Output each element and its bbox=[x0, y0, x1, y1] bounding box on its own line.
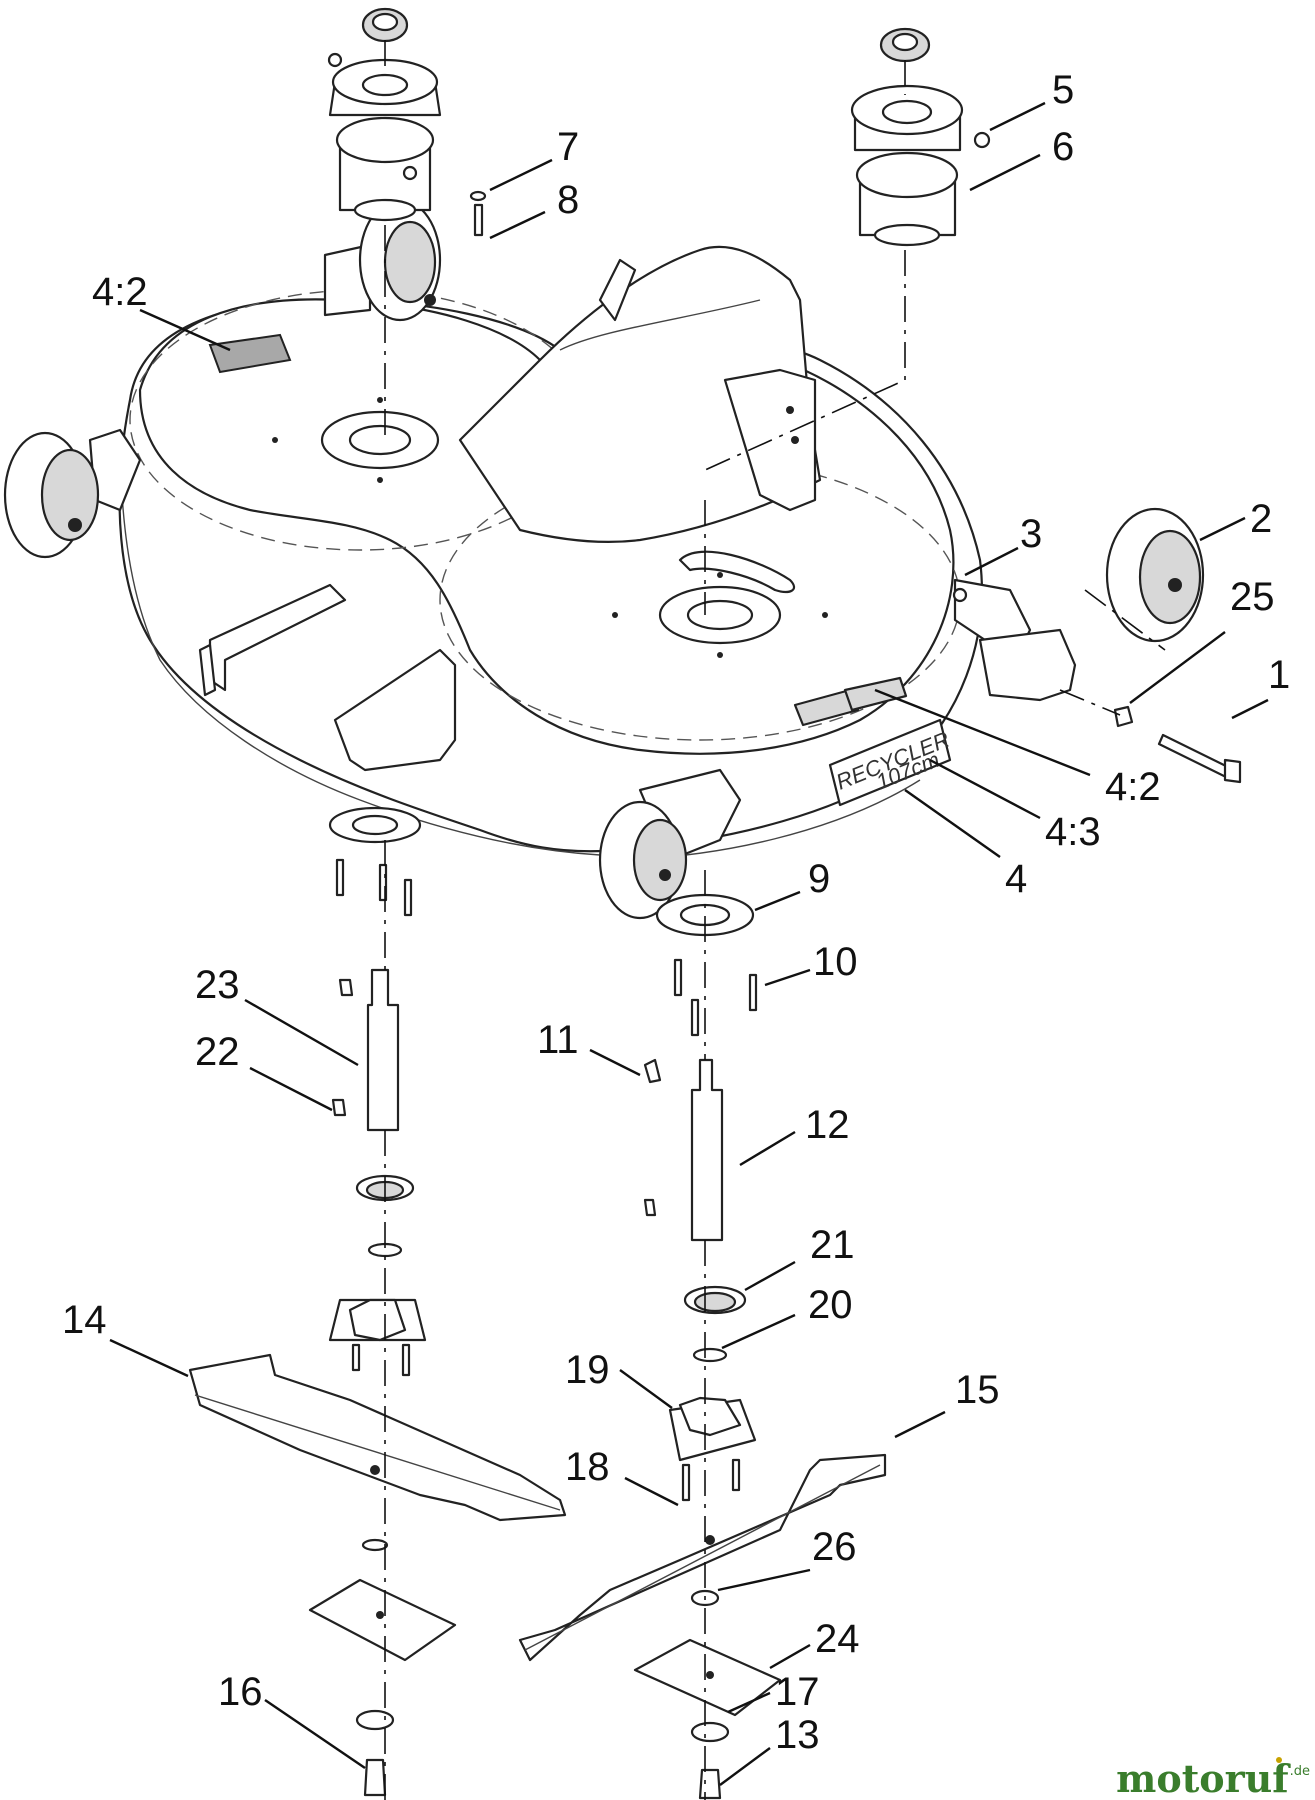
callout-21: 21 bbox=[810, 1223, 855, 1267]
wheel-bracket bbox=[952, 578, 1077, 702]
front-caster-wheel bbox=[598, 768, 742, 920]
callout-1: 1 bbox=[1268, 653, 1290, 697]
left-blade bbox=[188, 1353, 567, 1522]
right-blade bbox=[518, 1453, 887, 1662]
callout-16: 16 bbox=[218, 1670, 263, 1714]
callout-12: 12 bbox=[805, 1103, 850, 1147]
callout-6: 6 bbox=[1052, 125, 1074, 169]
callout-14: 14 bbox=[62, 1298, 107, 1342]
spacer bbox=[1113, 705, 1134, 728]
callout-25: 25 bbox=[1230, 575, 1275, 619]
wheel-bolt bbox=[1157, 733, 1242, 784]
left-washer bbox=[361, 1538, 389, 1552]
callout-23: 23 bbox=[195, 963, 240, 1007]
callout-26: 26 bbox=[812, 1525, 857, 1569]
watermark-suffix: .de bbox=[1290, 1764, 1310, 1779]
left-blade-washer bbox=[355, 1709, 395, 1731]
callout-7: 7 bbox=[557, 125, 579, 169]
callout-24: 24 bbox=[815, 1617, 860, 1661]
callout-17: 17 bbox=[775, 1670, 820, 1714]
left-plate bbox=[308, 1578, 457, 1662]
callout-4-3: 4:3 bbox=[1045, 810, 1101, 854]
watermark-logo: motoruf .de bbox=[1116, 1756, 1310, 1800]
right-plate bbox=[633, 1638, 782, 1717]
right-blade-washer bbox=[690, 1721, 730, 1743]
callout-3: 3 bbox=[1020, 512, 1042, 556]
callout-15: 15 bbox=[955, 1368, 1000, 1412]
callout-4: 4 bbox=[1005, 857, 1027, 901]
left-lower-stack bbox=[328, 806, 427, 1377]
right-blade-bolt bbox=[698, 1768, 722, 1800]
caster-wheel bbox=[1105, 507, 1205, 643]
rear-caster-wheel bbox=[323, 198, 442, 322]
callout-labels: 1 2 3 4 4:2 4:2 4:3 5 6 7 8 9 10 11 12 1… bbox=[62, 68, 1290, 1757]
callout-5: 5 bbox=[1052, 68, 1074, 112]
callout-18: 18 bbox=[565, 1445, 610, 1489]
callout-11: 11 bbox=[537, 1018, 579, 1062]
callout-10: 10 bbox=[813, 940, 858, 984]
right-lower-stack bbox=[643, 893, 758, 1502]
callout-13: 13 bbox=[775, 1713, 820, 1757]
callout-19: 19 bbox=[565, 1348, 610, 1392]
callout-20: 20 bbox=[808, 1283, 853, 1327]
deck-brackets bbox=[198, 583, 457, 772]
callout-4-2-left: 4:2 bbox=[92, 270, 148, 314]
leader-lines bbox=[109, 101, 1269, 1786]
left-rear-wheel bbox=[3, 428, 142, 559]
callout-8: 8 bbox=[557, 178, 579, 222]
right-spindle-housing bbox=[850, 27, 991, 247]
left-blade-bolt bbox=[363, 1758, 387, 1797]
watermark-brand: motoruf bbox=[1116, 1756, 1291, 1800]
callout-22: 22 bbox=[195, 1030, 240, 1074]
assembly-centerlines bbox=[384, 40, 1166, 1800]
watermark-dot bbox=[1276, 1757, 1282, 1763]
callout-9: 9 bbox=[808, 857, 830, 901]
left-spindle-housing bbox=[327, 7, 487, 237]
callout-2: 2 bbox=[1250, 497, 1272, 541]
callout-4-2-right: 4:2 bbox=[1105, 765, 1161, 809]
discharge-chute bbox=[458, 245, 822, 544]
